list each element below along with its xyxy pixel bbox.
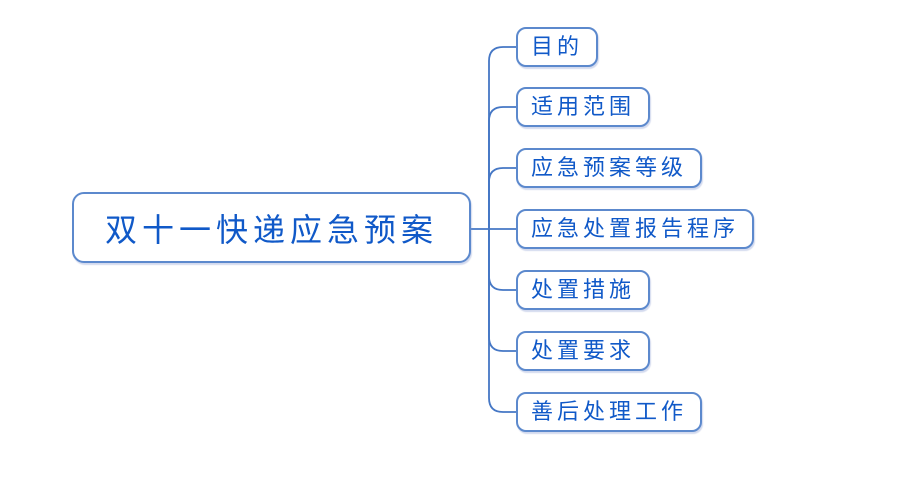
connector-branch-3: [488, 167, 516, 229]
mindmap-node-report-procedure[interactable]: 应急处置报告程序: [516, 209, 755, 249]
mindmap-root-node[interactable]: 双十一快递应急预案: [72, 192, 471, 263]
connector-branch-7: [488, 229, 516, 413]
mindmap-node-purpose[interactable]: 目的: [516, 27, 599, 67]
mindmap-node-requirements[interactable]: 处置要求: [516, 331, 651, 371]
mindmap-node-plan-level[interactable]: 应急预案等级: [516, 148, 703, 188]
connector-branch-2: [488, 106, 516, 229]
mindmap-node-aftermath[interactable]: 善后处理工作: [516, 392, 703, 432]
mindmap-node-scope[interactable]: 适用范围: [516, 87, 651, 127]
mindmap-node-measures[interactable]: 处置措施: [516, 270, 651, 310]
connector-branch-1: [488, 46, 516, 229]
connector-branch-5: [488, 229, 516, 291]
